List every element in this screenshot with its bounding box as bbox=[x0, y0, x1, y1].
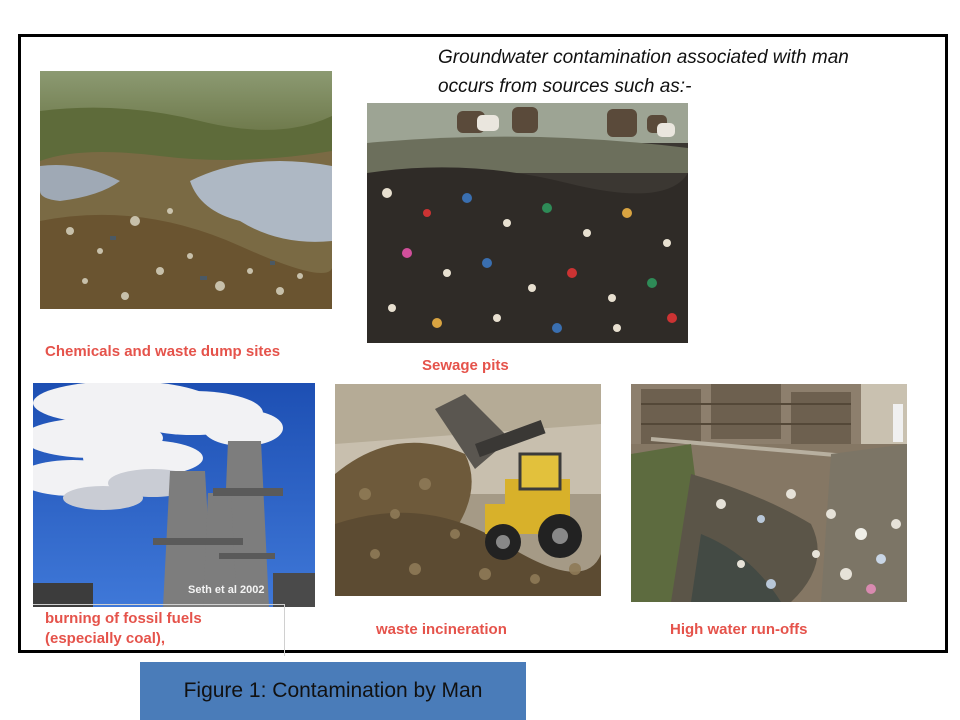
fossil-fuels-label-line2: (especially coal), bbox=[45, 630, 166, 647]
content-frame bbox=[18, 34, 948, 653]
fossil-fuels-label-line1: burning of fossil fuels bbox=[45, 610, 202, 627]
fossil-fuel-plant-photo bbox=[33, 383, 315, 607]
water-runoff-photo bbox=[631, 384, 907, 602]
waste-incineration-photo bbox=[335, 384, 601, 596]
caption-bar bbox=[140, 662, 526, 720]
sewage-pits-label: Sewage pits bbox=[422, 357, 509, 374]
dump-site-photo bbox=[40, 71, 332, 309]
dump-sites-label: Chemicals and waste dump sites bbox=[45, 343, 281, 360]
divider-line bbox=[33, 604, 285, 605]
incineration-label: waste incineration bbox=[376, 621, 507, 638]
runoff-label: High water run-offs bbox=[670, 621, 808, 638]
divider-line-vertical bbox=[284, 604, 285, 656]
fossil-fuels-label: burning of fossil fuels (especially coal… bbox=[45, 609, 202, 649]
figure-caption: Figure 1: Contamination by Man bbox=[183, 679, 483, 702]
sewage-pits-photo bbox=[367, 103, 688, 343]
photo-credit: Seth et al 2002 bbox=[188, 584, 265, 596]
heading-text: Groundwater contamination associated wit… bbox=[438, 47, 849, 97]
